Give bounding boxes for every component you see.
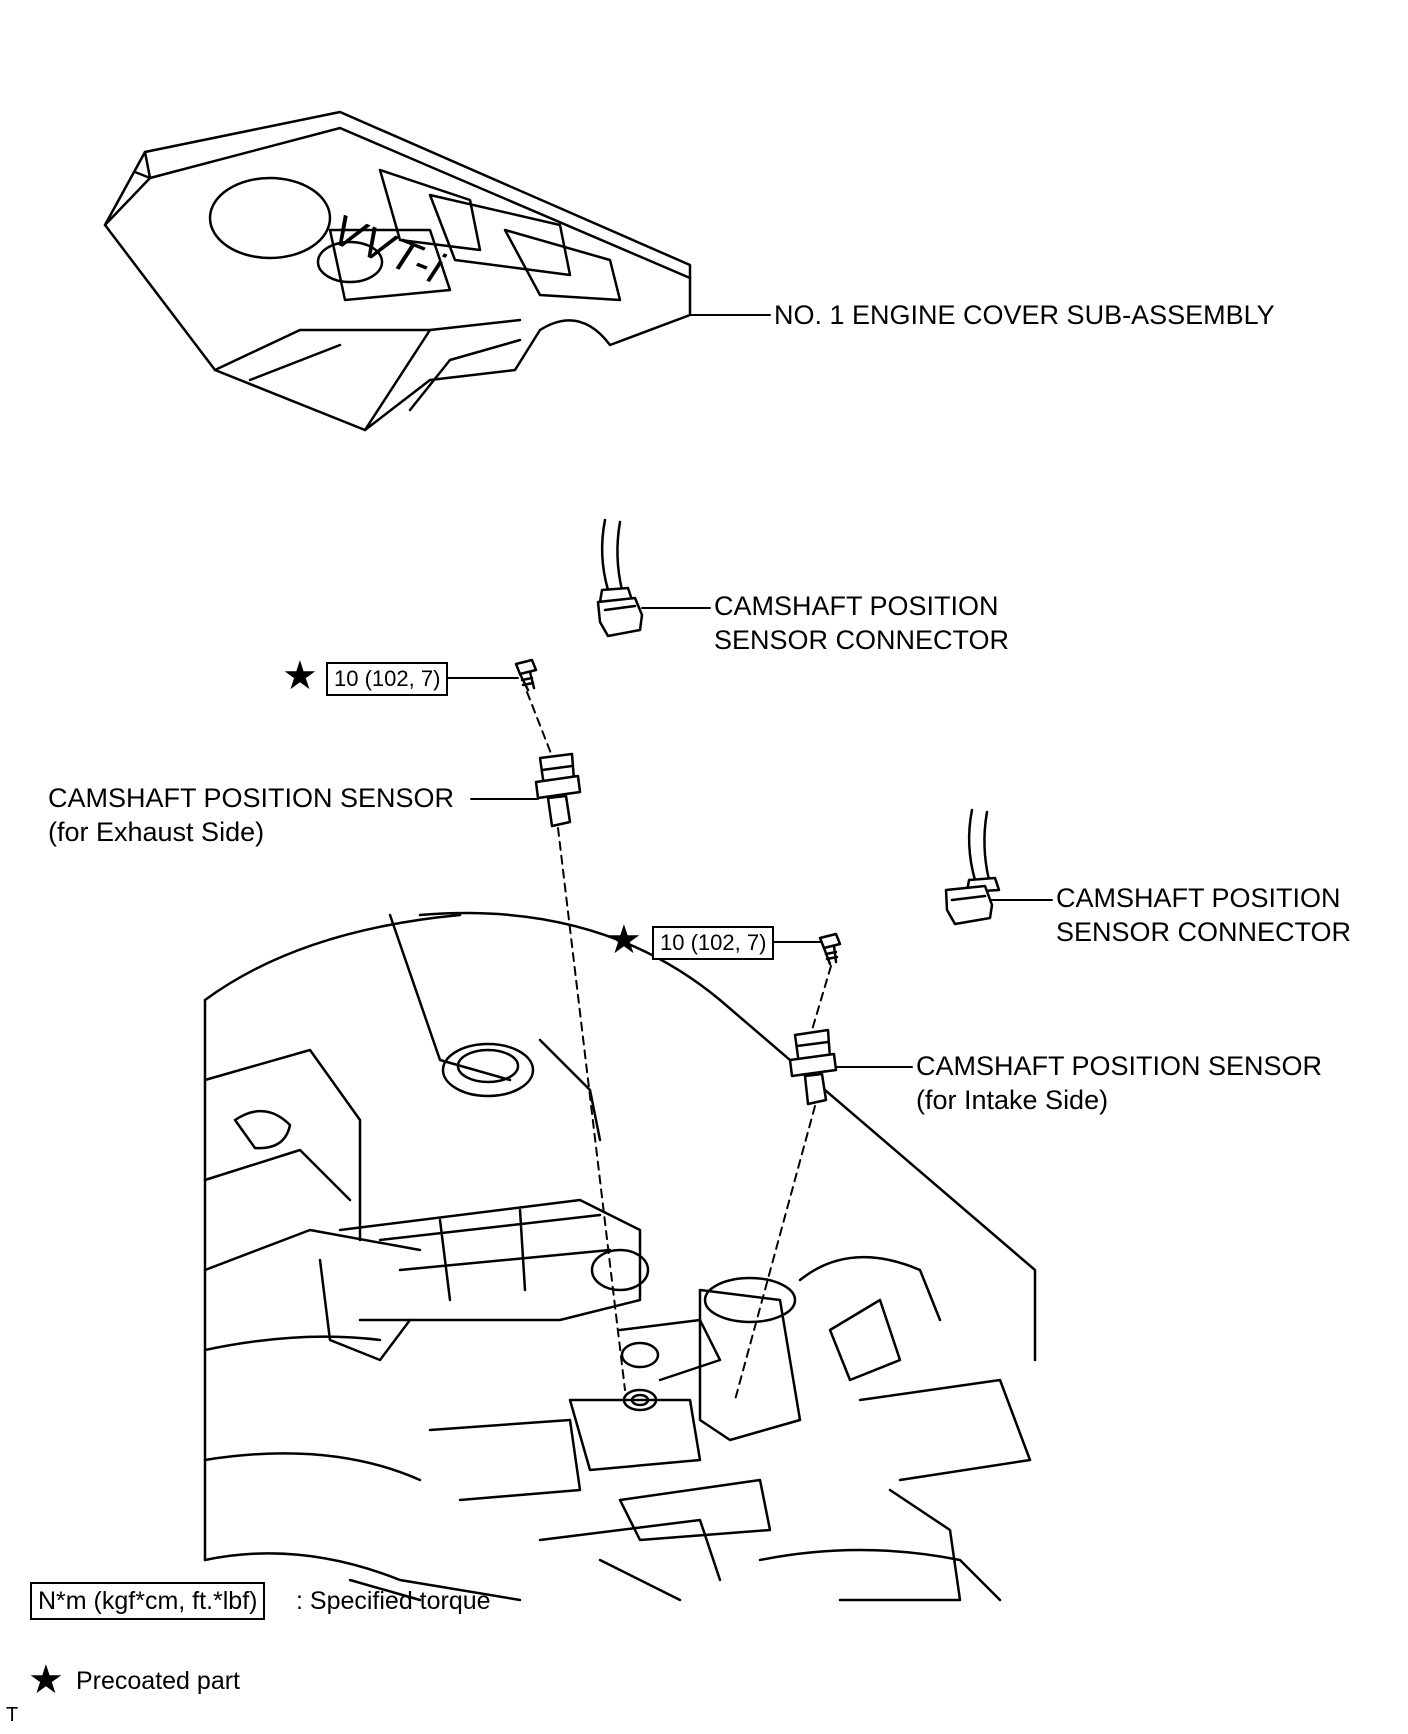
precoat-star-icon: ★ [282,653,318,699]
torque-intake-bolt: 10 (102, 7) [652,926,775,960]
connector-1-label-line1: CAMSHAFT POSITION [714,591,999,621]
legend-star-icon: ★ [28,1657,64,1703]
legend-precoat-description: Precoated part [76,1667,240,1695]
precoat-star-icon: ★ [606,917,642,963]
sensor-intake-label-line2: (for Intake Side) [916,1085,1109,1115]
engine-cover-label: NO. 1 ENGINE COVER SUB-ASSEMBLY [774,300,1275,330]
sensor-exhaust-label-line1: CAMSHAFT POSITION SENSOR [48,783,455,813]
connector-1-label-line2: SENSOR CONNECTOR [714,625,1010,655]
engine-bay-drawing [203,911,1037,1602]
connector-2-label-line2: SENSOR CONNECTOR [1056,917,1352,947]
sensor-exhaust-label-line2: (for Exhaust Side) [48,817,265,847]
connector-2-label-line1: CAMSHAFT POSITION [1056,883,1341,913]
sensor-intake-drawing [788,1028,838,1106]
mounting-hole [622,1388,658,1412]
sensor-exhaust-drawing [534,752,582,828]
bolt-intake-drawing [818,932,842,966]
legend-torque-unit-box: N*m (kgf*cm, ft.*lbf) [30,1582,266,1620]
installation-guides [526,691,832,1401]
leader-lines [445,314,1053,1068]
connector-2-drawing [944,808,1001,926]
bolt-exhaust-drawing [514,658,538,692]
torque-exhaust-bolt: 10 (102, 7) [326,662,449,696]
legend-torque-description: : Specified torque [296,1587,491,1615]
sensor-intake-label-line1: CAMSHAFT POSITION SENSOR [916,1051,1323,1081]
connector-1-drawing [596,518,644,638]
engine-cover-drawing [103,110,692,432]
footer-code: T [6,1704,19,1726]
